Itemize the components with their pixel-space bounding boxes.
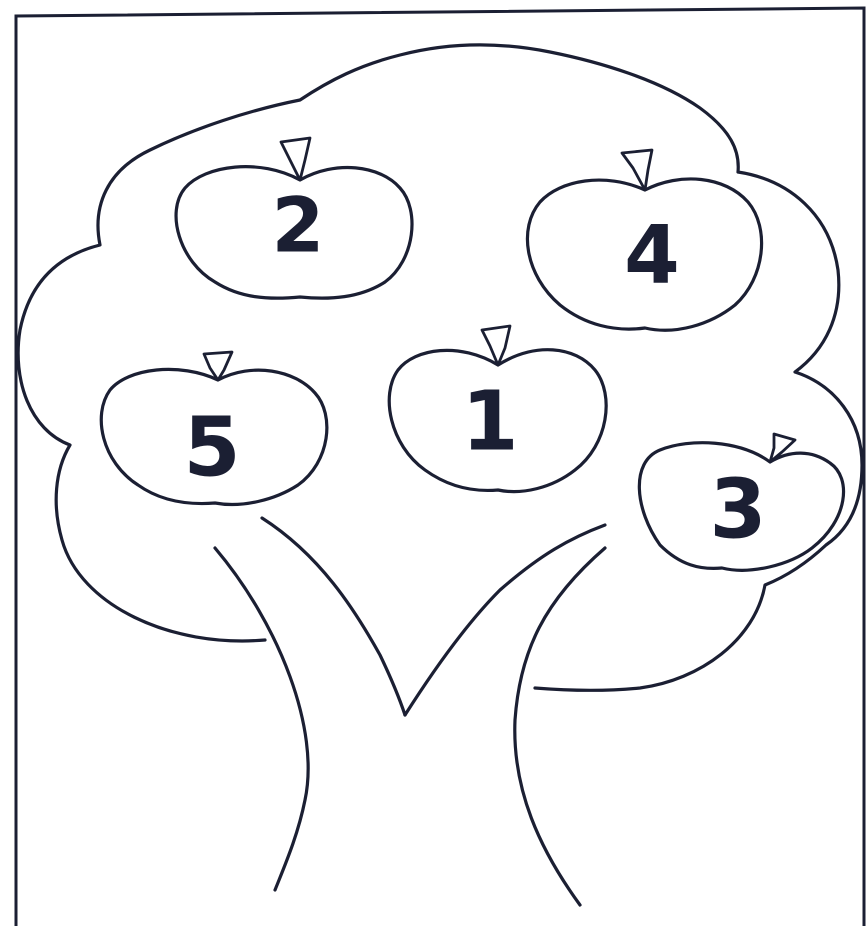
apple-stem <box>202 350 234 382</box>
trunk-inner-left <box>260 516 407 717</box>
trunk-inner-right <box>403 523 607 717</box>
apple-outline <box>525 177 764 332</box>
apple-number: 4 <box>624 209 680 302</box>
apple-outline <box>637 441 845 572</box>
apple-number: 5 <box>183 401 240 496</box>
trunk-right-edge <box>513 546 607 907</box>
apple-5[interactable]: 5 <box>99 350 329 507</box>
apple-number: 2 <box>272 181 325 270</box>
apple-4[interactable]: 4 <box>525 148 764 332</box>
apple-stem <box>768 432 797 464</box>
apple-stem <box>480 324 512 367</box>
apple-1[interactable]: 1 <box>387 324 608 494</box>
apple-outline <box>387 348 608 494</box>
apple-stem <box>279 136 312 182</box>
worksheet-border <box>14 6 866 926</box>
apple-number: 3 <box>709 463 766 558</box>
apple-stem <box>620 148 654 192</box>
trunk-left-edge <box>213 546 310 892</box>
apple-3[interactable]: 3 <box>637 432 845 572</box>
tree-canopy <box>16 43 864 692</box>
apple-2[interactable]: 2 <box>174 136 414 300</box>
apple-outline <box>174 165 414 300</box>
apple-number: 1 <box>461 375 518 470</box>
apple-outline <box>99 367 329 507</box>
